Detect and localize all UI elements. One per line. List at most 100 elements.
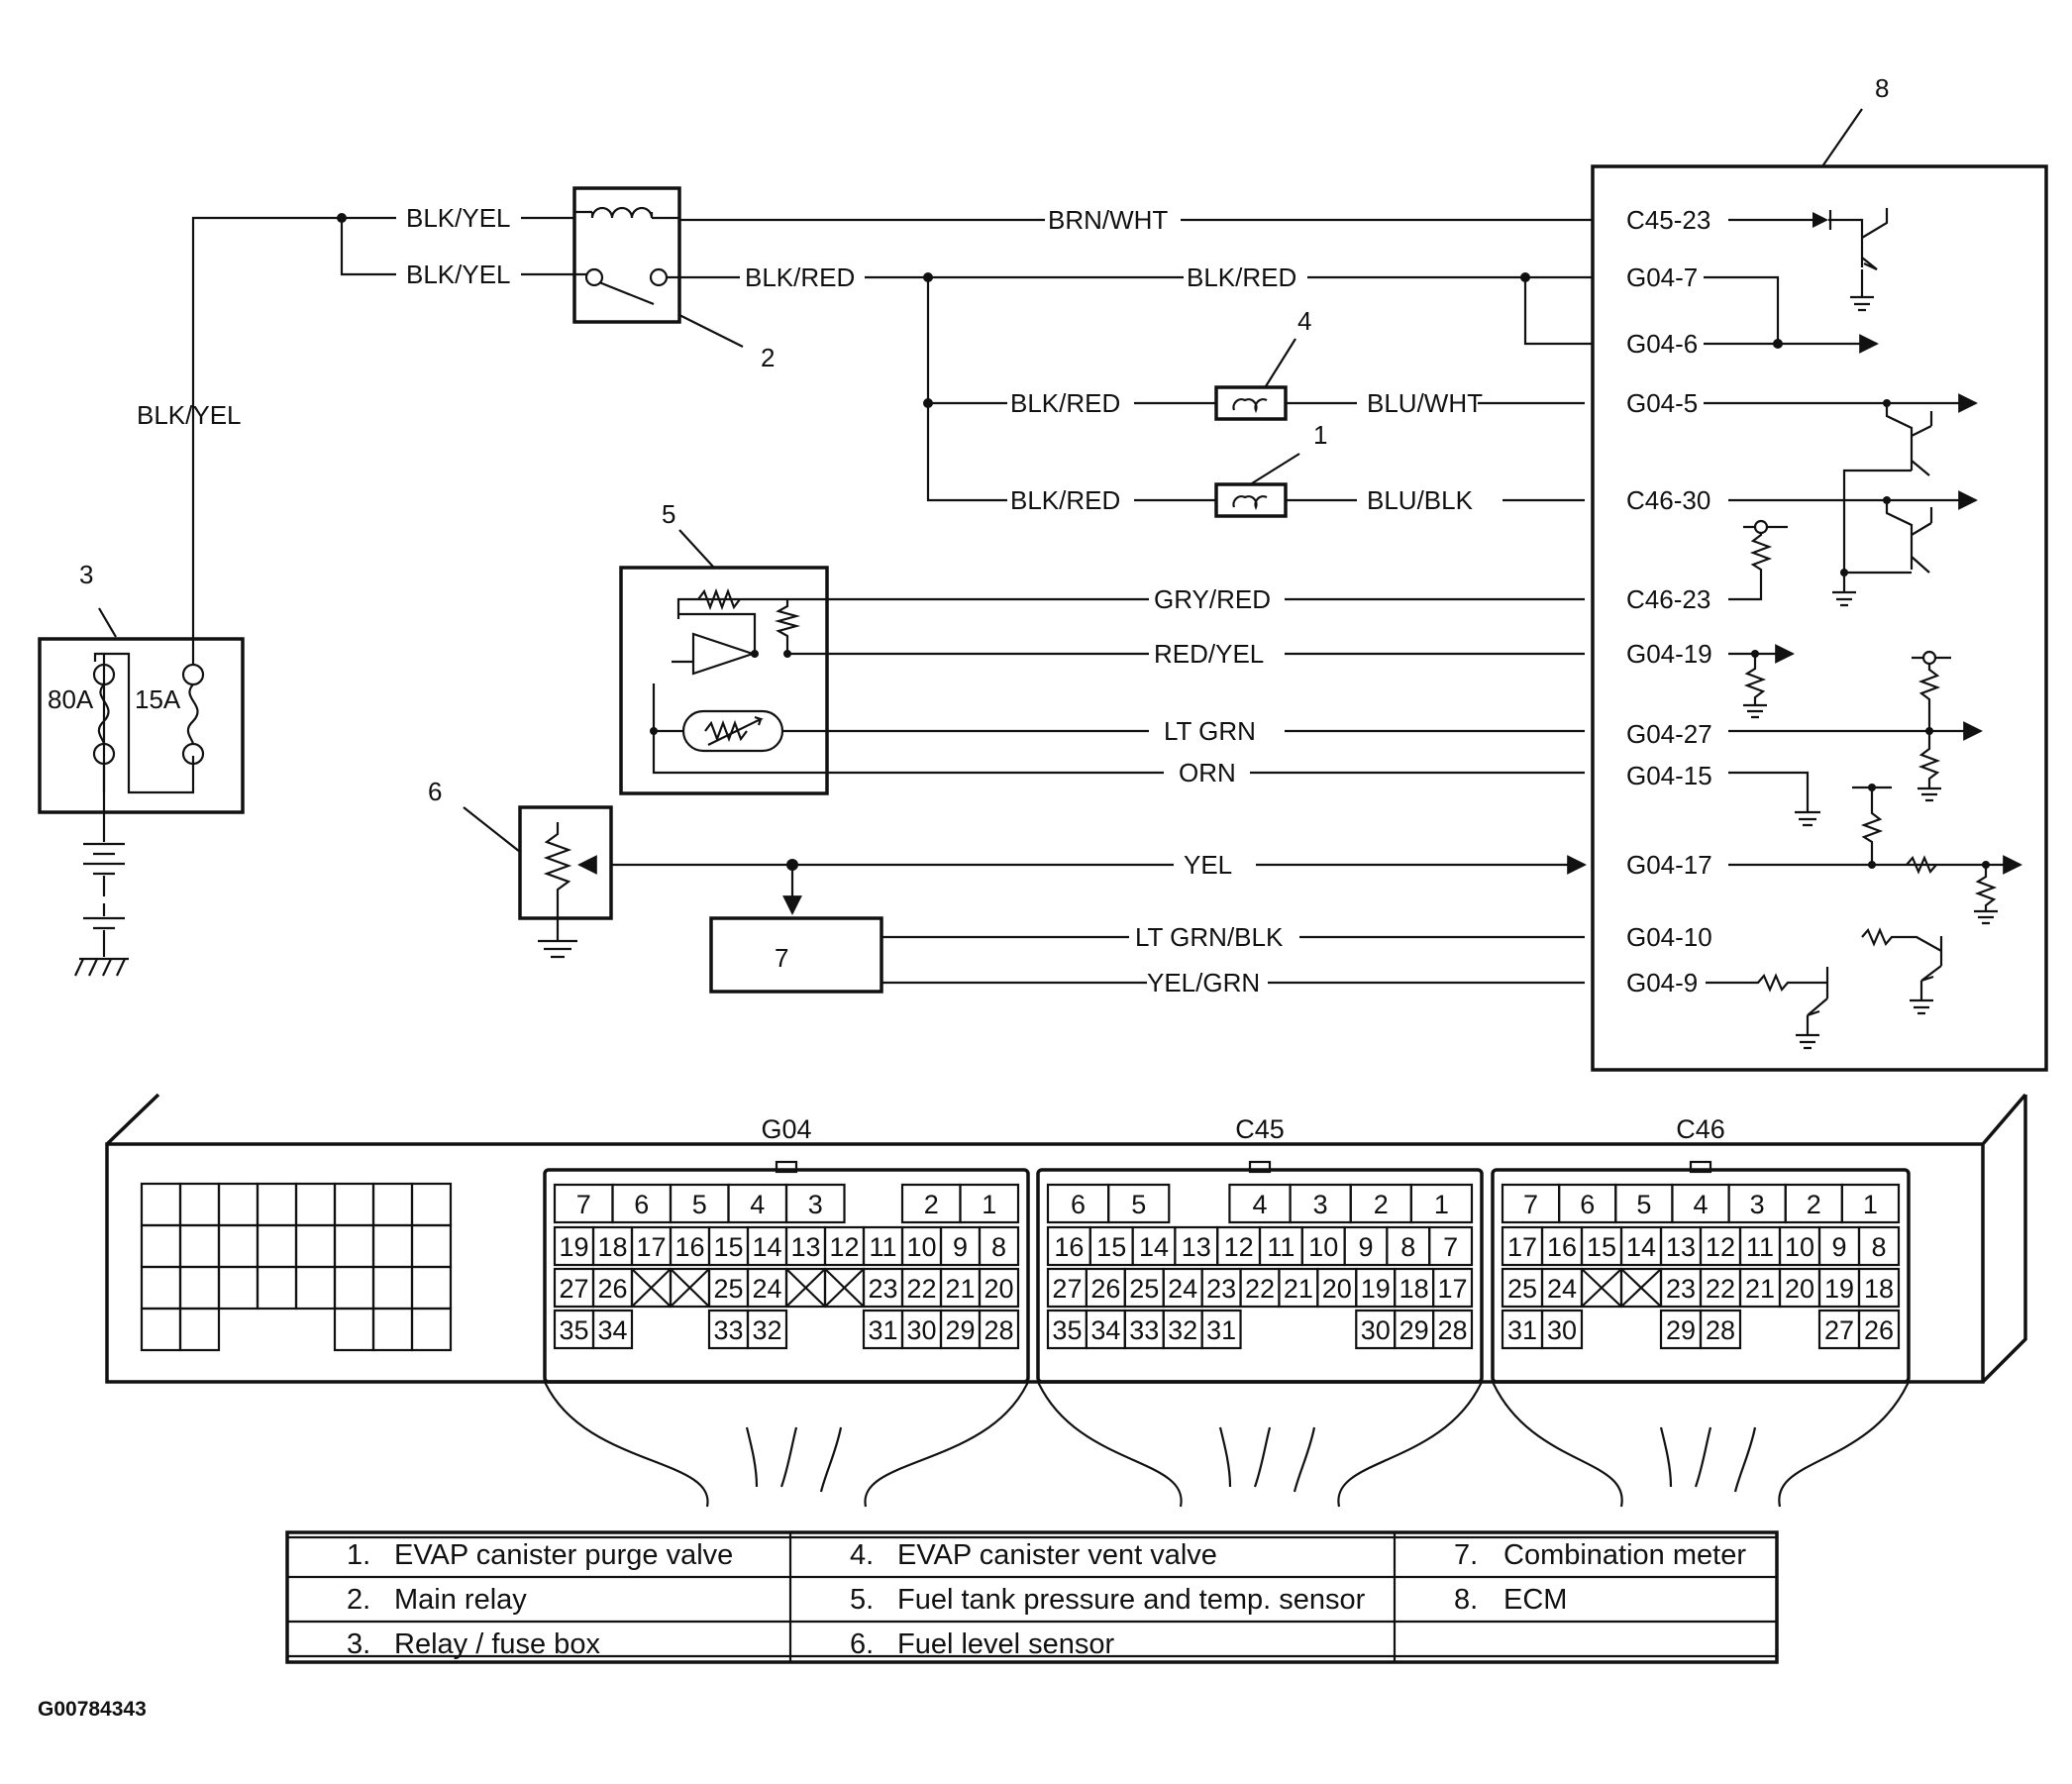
- cavity: 1: [959, 1183, 1020, 1224]
- cavity: 29: [1659, 1309, 1703, 1350]
- legend-item-6: 6. Fuel level sensor: [850, 1628, 1115, 1660]
- pin-c46-23: C46-23: [1626, 584, 1710, 614]
- svg-text:3.: 3.: [347, 1628, 370, 1660]
- svg-text:31: 31: [868, 1315, 897, 1345]
- cavity: 23: [1659, 1267, 1703, 1309]
- svg-text:17: 17: [1507, 1232, 1537, 1262]
- cavity: 27: [553, 1267, 595, 1309]
- cavity: 15: [1580, 1225, 1623, 1267]
- wire-label-blu-wht: BLU/WHT: [1367, 388, 1483, 418]
- cavity: 21: [1738, 1267, 1782, 1309]
- cavity: 25: [1123, 1267, 1165, 1309]
- svg-text:6.: 6.: [850, 1628, 874, 1660]
- cavity: 34: [591, 1309, 634, 1350]
- svg-text:34: 34: [1090, 1315, 1120, 1345]
- cavity: 7: [553, 1183, 614, 1224]
- svg-text:21: 21: [1284, 1274, 1313, 1304]
- svg-text:14: 14: [1626, 1232, 1656, 1262]
- svg-text:29: 29: [1399, 1315, 1429, 1345]
- svg-text:7.: 7.: [1454, 1539, 1478, 1571]
- legend-item-2: 2.Main relay: [347, 1584, 527, 1616]
- cavity: 3: [784, 1183, 846, 1224]
- pin-g04-7: G04-7: [1626, 262, 1698, 292]
- svg-text:4.: 4.: [850, 1539, 874, 1571]
- cavity: 2: [1349, 1183, 1412, 1224]
- cavity: 31: [1501, 1309, 1544, 1350]
- cavity: 9: [1343, 1225, 1389, 1267]
- svg-text:20: 20: [1785, 1274, 1814, 1304]
- svg-text:1: 1: [982, 1190, 996, 1219]
- svg-text:9: 9: [1358, 1232, 1373, 1262]
- svg-text:25: 25: [713, 1274, 743, 1304]
- cavity: 16: [669, 1225, 711, 1267]
- cavity: 14: [1131, 1225, 1177, 1267]
- svg-text:33: 33: [1129, 1315, 1159, 1345]
- cavity: 28: [1699, 1309, 1742, 1350]
- cavity: 34: [1085, 1309, 1126, 1350]
- svg-text:10: 10: [1308, 1232, 1338, 1262]
- cavity: 33: [707, 1309, 750, 1350]
- cavity: 8: [1386, 1225, 1431, 1267]
- svg-text:8: 8: [1400, 1232, 1415, 1262]
- cavity: 11: [862, 1225, 904, 1267]
- wire-label-blk-red-d: BLK/RED: [1010, 485, 1120, 515]
- svg-text:Combination meter: Combination meter: [1503, 1539, 1746, 1571]
- pin-g04-19: G04-19: [1626, 639, 1712, 669]
- wire-label-blk-yel-vertical: BLK/YEL: [137, 400, 242, 430]
- svg-text:23: 23: [868, 1274, 897, 1304]
- svg-text:30: 30: [1547, 1315, 1577, 1345]
- cavity: 35: [553, 1309, 595, 1350]
- svg-text:21: 21: [1745, 1274, 1775, 1304]
- cavity: 10: [1300, 1225, 1346, 1267]
- svg-text:12: 12: [1224, 1232, 1254, 1262]
- cavity: 27: [1817, 1309, 1861, 1350]
- cavity: 30: [900, 1309, 943, 1350]
- pin-g04-17: G04-17: [1626, 850, 1712, 880]
- cavity: 26: [1085, 1267, 1126, 1309]
- svg-text:17: 17: [636, 1232, 666, 1262]
- svg-text:4: 4: [1252, 1190, 1267, 1219]
- cavity: 22: [1699, 1267, 1742, 1309]
- cavity: 17: [630, 1225, 673, 1267]
- cavity: 24: [1162, 1267, 1203, 1309]
- svg-text:30: 30: [906, 1315, 936, 1345]
- svg-text:7: 7: [576, 1190, 591, 1219]
- cavity: 25: [1501, 1267, 1544, 1309]
- svg-text:3: 3: [1313, 1190, 1328, 1219]
- svg-text:29: 29: [1666, 1315, 1696, 1345]
- cavity: 29: [939, 1309, 982, 1350]
- cavity: 12: [1699, 1225, 1742, 1267]
- callout-leaders: [98, 108, 1863, 853]
- cavity: 24: [1540, 1267, 1584, 1309]
- wire-label-blk-red-b: BLK/RED: [1187, 262, 1296, 292]
- svg-text:11: 11: [1746, 1232, 1774, 1262]
- svg-text:Fuel level sensor: Fuel level sensor: [897, 1628, 1115, 1660]
- pin-g04-15: G04-15: [1626, 761, 1712, 790]
- cavity: 11: [1258, 1225, 1303, 1267]
- svg-text:25: 25: [1129, 1274, 1159, 1304]
- svg-text:2.: 2.: [347, 1584, 370, 1616]
- cavity: 26: [591, 1267, 634, 1309]
- cavity: 21: [1278, 1267, 1319, 1309]
- cavity: 13: [1659, 1225, 1703, 1267]
- callout-3: 3: [79, 560, 93, 589]
- cavity: 3: [1727, 1183, 1787, 1224]
- svg-text:ECM: ECM: [1503, 1584, 1567, 1616]
- cavity: 1: [1840, 1183, 1901, 1224]
- svg-text:20: 20: [984, 1274, 1013, 1304]
- svg-text:34: 34: [597, 1315, 627, 1345]
- wire-label-lt-grn-blk: LT GRN/BLK: [1135, 922, 1284, 952]
- svg-text:27: 27: [1824, 1315, 1854, 1345]
- callout-4: 4: [1297, 306, 1311, 336]
- legend-item-7: 7. Combination meter: [1454, 1539, 1746, 1571]
- pin-g04-10: G04-10: [1626, 922, 1712, 952]
- legend-item-4: 4.EVAP canister vent valve: [850, 1539, 1217, 1571]
- cavity: 13: [1174, 1225, 1219, 1267]
- legend-item-1: 1.EVAP canister purge valve: [347, 1539, 733, 1571]
- evap-canister-vent-valve: [1134, 385, 1585, 421]
- cavity: 20: [978, 1267, 1020, 1309]
- cavity: 16: [1540, 1225, 1584, 1267]
